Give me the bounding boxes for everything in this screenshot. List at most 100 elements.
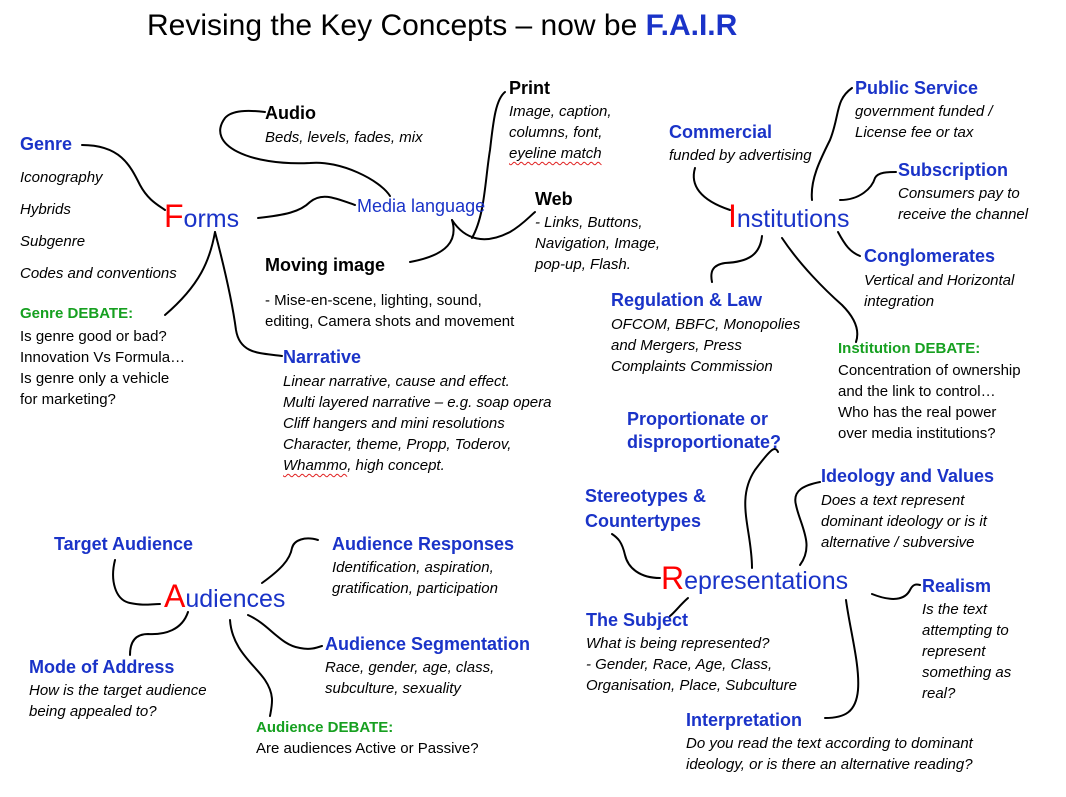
mode-of-address-line: being appealed to?	[29, 703, 157, 720]
regulation-line: and Mergers, Press	[611, 337, 742, 354]
public-service-line: License fee or tax	[855, 124, 974, 141]
institution-debate-line: Concentration of ownership	[838, 362, 1021, 379]
genre-item: Subgenre	[20, 233, 86, 250]
mode-of-address-heading: Mode of Address	[29, 657, 175, 677]
mode-of-address-line: How is the target audience	[29, 682, 207, 699]
connector-rep-interpretation	[824, 599, 860, 719]
public-service-text: government funded / License fee or tax	[855, 101, 993, 143]
audio-heading: Audio	[265, 103, 316, 123]
connector-media-moving	[409, 219, 455, 263]
ideology-line: alternative / subversive	[821, 534, 975, 551]
title-prefix: Revising the Key Concepts – now be	[147, 9, 646, 42]
proportionate-line: disproportionate?	[627, 432, 781, 452]
subject-line: What is being represented?	[586, 635, 770, 652]
web-line: Navigation, Image,	[535, 235, 661, 252]
commercial-heading: Commercial	[669, 122, 773, 142]
commercial-text: funded by advertising	[669, 147, 812, 164]
audience-responses-heading: Audience Responses	[332, 534, 515, 554]
web-text: - Links, Buttons, Navigation, Image, pop…	[535, 212, 660, 275]
title-accent: F.A.I.R	[645, 9, 738, 42]
audience-segmentation-line: subculture, sexuality	[325, 680, 461, 697]
connector-rep-stereotypes	[611, 533, 661, 579]
subject-line: - Gender, Race, Age, Class,	[586, 656, 773, 673]
narrative-line: Linear narrative, cause and effect.	[283, 373, 510, 390]
web-line: - Links, Buttons,	[535, 214, 643, 231]
genre-debate-line: for marketing?	[20, 391, 116, 408]
connector-aud-segmentation	[247, 614, 323, 650]
subject-heading: The Subject	[586, 610, 689, 630]
realism-line: attempting to	[922, 622, 1009, 639]
institutions-rest: nstitutions	[736, 205, 850, 233]
narrative-line: Whammo, high concept.	[283, 455, 551, 476]
connector-inst-conglomerates	[837, 231, 861, 257]
narrative-heading: Narrative	[283, 347, 362, 367]
interpretation-heading: Interpretation	[686, 710, 803, 730]
connector-rep-proportionate	[744, 448, 779, 569]
mode-of-address-text: How is the target audience being appeale…	[29, 680, 207, 722]
realism-line: real?	[922, 685, 956, 702]
connector-rep-ideology	[794, 481, 821, 566]
institutions-initial: I	[728, 198, 737, 234]
genre-debate-line: Innovation Vs Formula…	[20, 349, 186, 366]
institution-debate-heading: Institution DEBATE:	[838, 340, 981, 357]
forms-heading: Forms	[164, 200, 239, 232]
print-line: eyeline match	[509, 145, 602, 162]
genre-item: Hybrids	[20, 201, 71, 218]
genre-debate-heading: Genre DEBATE:	[20, 305, 134, 322]
realism-line: represent	[922, 643, 986, 660]
connector-forms-media-language	[257, 195, 356, 219]
media-language: Media language	[357, 196, 486, 216]
moving-image-heading: Moving image	[265, 255, 386, 275]
proportionate-line: Proportionate or	[627, 409, 769, 429]
connector-inst-commercial	[692, 167, 731, 211]
ideology-text: Does a text represent dominant ideology …	[821, 490, 987, 553]
regulation-text: OFCOM, BBFC, Monopolies and Mergers, Pre…	[611, 314, 800, 377]
connector-forms-genre-debate	[164, 231, 216, 316]
connector-forms-narrative	[214, 231, 283, 357]
subscription-line: receive the channel	[898, 206, 1029, 223]
moving-image-line: - Mise-en-scene, lighting, sound,	[265, 292, 482, 309]
proportionate-heading: Proportionate or disproportionate?	[627, 408, 781, 454]
connector-media-audio	[219, 109, 391, 197]
genre-item: Iconography	[20, 169, 103, 186]
audiences-heading: Audiences	[164, 580, 285, 612]
connector-media-print	[471, 91, 506, 239]
web-line: pop-up, Flash.	[535, 256, 631, 273]
audience-responses-line: Identification, aspiration,	[332, 559, 494, 576]
ideology-heading: Ideology and Values	[821, 466, 995, 486]
connector-aud-responses	[261, 537, 319, 584]
institution-debate-text: Concentration of ownership and the link …	[838, 360, 1021, 444]
print-line: columns, font,	[509, 124, 603, 141]
institution-debate-line: over media institutions?	[838, 425, 996, 442]
stereotypes-heading: Stereotypes & Countertypes	[585, 484, 706, 534]
institutions-heading: Institutions	[728, 200, 849, 232]
target-audience: Target Audience	[54, 534, 194, 554]
genre-item: Codes and conventions	[20, 265, 177, 282]
genre-debate-text: Is genre good or bad? Innovation Vs Form…	[20, 326, 185, 410]
audience-debate-text: Are audiences Active or Passive?	[256, 740, 479, 757]
forms-rest: orms	[183, 205, 240, 233]
audience-segmentation-line: Race, gender, age, class,	[325, 659, 495, 676]
realism-heading: Realism	[922, 576, 992, 596]
public-service-line: government funded /	[855, 103, 993, 120]
audience-segmentation-text: Race, gender, age, class, subculture, se…	[325, 657, 494, 699]
connector-media-web	[451, 211, 536, 241]
subject-text: What is being represented? - Gender, Rac…	[586, 633, 797, 696]
connector-inst-subscription	[839, 171, 897, 201]
interpretation-line: ideology, or is there an alternative rea…	[686, 756, 973, 773]
narrative-line: Cliff hangers and mini resolutions	[283, 415, 505, 432]
interpretation-text: Do you read the text according to domina…	[686, 733, 973, 775]
ideology-line: dominant ideology or is it	[821, 513, 987, 530]
interpretation-line: Do you read the text according to domina…	[686, 735, 973, 752]
realism-line: something as	[922, 664, 1012, 681]
narrative-line: Character, theme, Propp, Toderov,	[283, 436, 512, 453]
connector-inst-public	[810, 87, 853, 201]
audience-responses-line: gratification, participation	[332, 580, 498, 597]
audio-text: Beds, levels, fades, mix	[265, 129, 423, 146]
narrative-text: Linear narrative, cause and effect. Mult…	[283, 371, 551, 476]
audiences-rest: udiences	[185, 585, 286, 613]
stereotypes-line: Stereotypes &	[585, 486, 707, 506]
audiences-initial: A	[164, 578, 186, 614]
subscription-heading: Subscription	[898, 160, 1009, 180]
representations-initial: R	[661, 560, 685, 596]
